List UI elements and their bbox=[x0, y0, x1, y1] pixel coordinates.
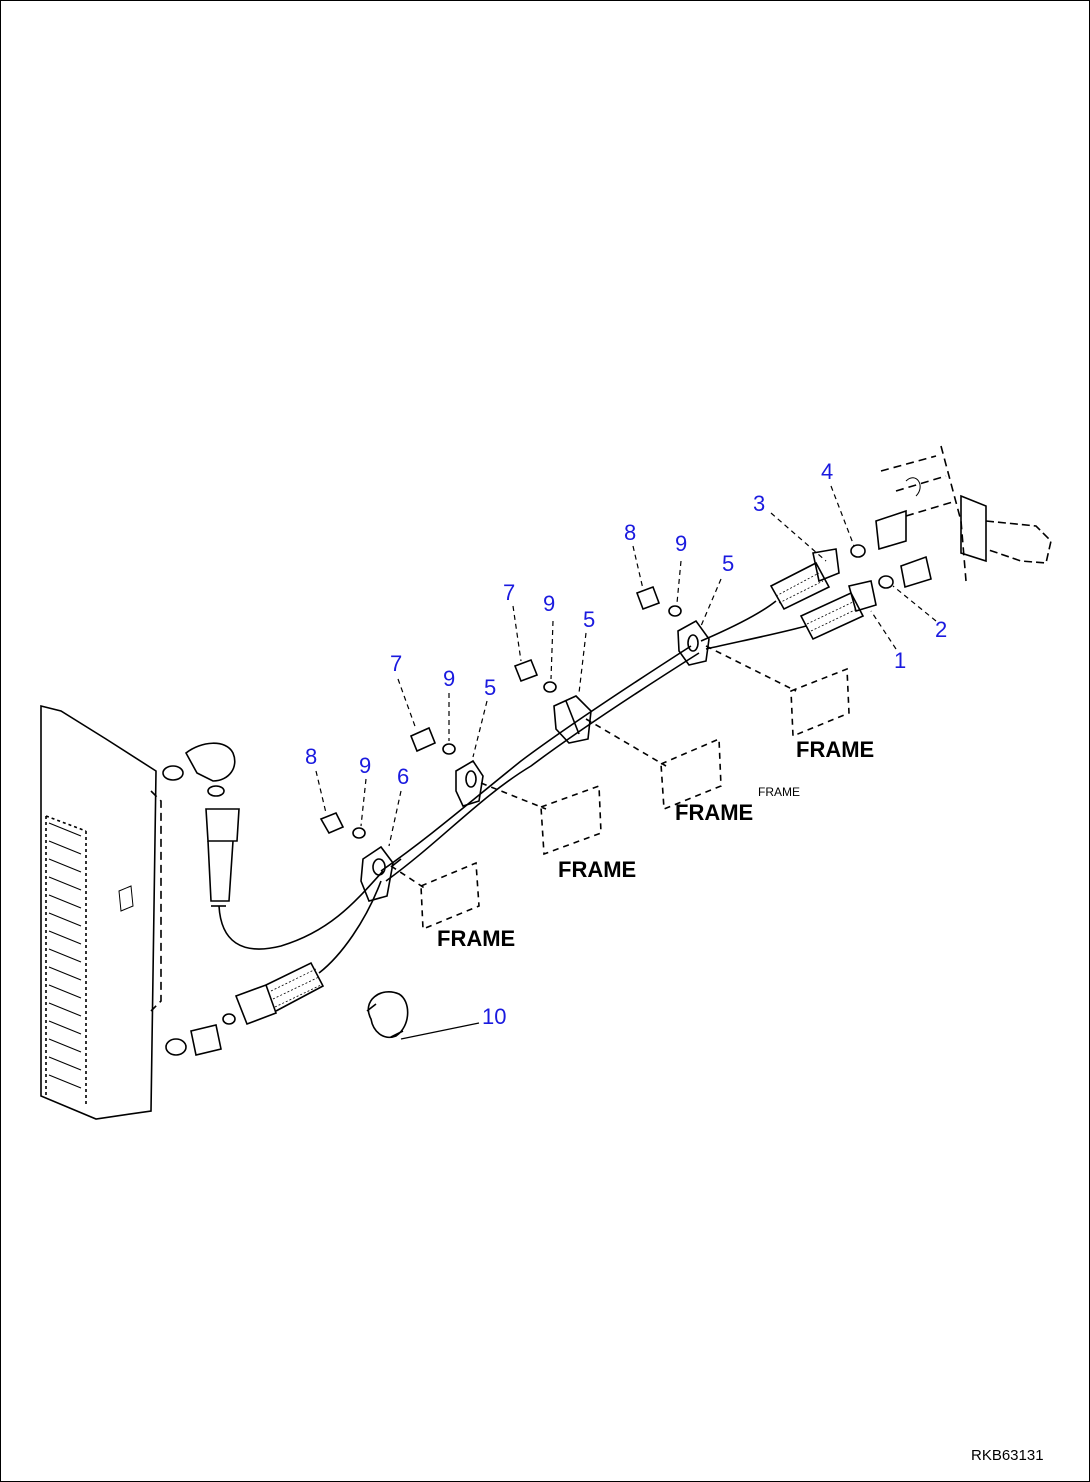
frame-label-4: FRAME bbox=[437, 926, 515, 951]
callout-4: 4 bbox=[821, 459, 833, 484]
radiator-outline bbox=[40, 704, 157, 1120]
callout-9-first: 9 bbox=[675, 531, 687, 556]
callout-9-third: 9 bbox=[443, 666, 455, 691]
callout-6: 6 bbox=[397, 764, 409, 789]
callout-1: 1 bbox=[894, 648, 906, 673]
callout-5-right: 5 bbox=[722, 551, 734, 576]
leader-lines bbox=[315, 485, 937, 1040]
drawing-id: RKB63131 bbox=[971, 1447, 1044, 1464]
callout-7-lower: 7 bbox=[390, 651, 402, 676]
diagram-linework bbox=[40, 445, 1052, 1120]
callout-2: 2 bbox=[935, 617, 947, 642]
callout-10: 10 bbox=[482, 1004, 506, 1029]
callout-8-lower: 8 bbox=[305, 744, 317, 769]
callout-3: 3 bbox=[753, 491, 765, 516]
callout-5-middle: 5 bbox=[583, 607, 595, 632]
callout-5-left: 5 bbox=[484, 675, 496, 700]
frame-label-2: FRAME bbox=[675, 800, 753, 825]
callout-9-fourth: 9 bbox=[359, 753, 371, 778]
frame-label-3: FRAME bbox=[558, 857, 636, 882]
callout-7-upper: 7 bbox=[503, 580, 515, 605]
callout-8-upper: 8 bbox=[624, 520, 636, 545]
frame-label-small: FRAME bbox=[758, 785, 800, 799]
frame-label-1: FRAME bbox=[796, 737, 874, 762]
callout-9-second: 9 bbox=[543, 591, 555, 616]
